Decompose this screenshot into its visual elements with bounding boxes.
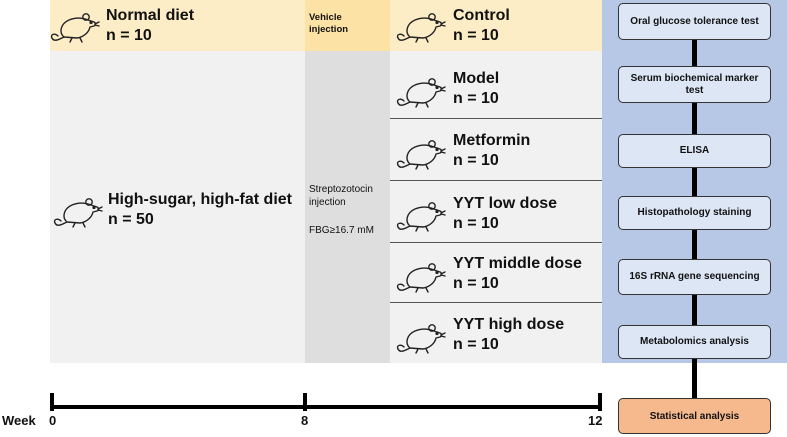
group-name: Control: [453, 7, 510, 24]
timeline-axis: [50, 405, 602, 409]
group-count: n = 10: [453, 275, 499, 292]
group-divider: [390, 118, 602, 119]
stz-band: [305, 51, 390, 363]
normal-diet-title: Normal diet: [106, 7, 195, 24]
control-band: [390, 0, 602, 51]
mouse-icon: [396, 196, 446, 236]
test-box-serum: Serum biochemical marker test: [618, 66, 771, 103]
flow-connector: [692, 167, 697, 197]
timeline-tick: [50, 393, 54, 411]
test-box-16s: 16S rRNA gene sequencing: [618, 259, 771, 295]
test-box-histopathology: Histopathology staining: [618, 196, 771, 230]
group-count: n = 10: [453, 336, 499, 353]
mouse-icon: [396, 134, 446, 174]
stz-injection-label: Streptozotocin injection: [309, 184, 373, 208]
timeline-tick-label: 8: [301, 413, 309, 428]
mouse-icon: [396, 72, 446, 112]
timeline-tick-label: 0: [49, 413, 57, 428]
timeline-tick-label: 12: [588, 413, 603, 428]
flow-connector: [692, 358, 697, 400]
mouse-icon: [396, 7, 446, 47]
timeline-tick: [598, 393, 602, 411]
mouse-icon: [50, 7, 100, 47]
test-box-elisa: ELISA: [618, 134, 771, 168]
group-count: n = 10: [453, 90, 499, 107]
mouse-icon: [53, 192, 103, 232]
flow-connector: [692, 40, 697, 70]
group-name: YYT middle dose: [453, 255, 582, 272]
group-divider: [390, 242, 602, 243]
test-box-metabolomics: Metabolomics analysis: [618, 325, 771, 359]
timeline-tick: [303, 393, 307, 411]
group-divider: [390, 302, 602, 303]
group-count: n = 10: [453, 215, 499, 232]
vehicle-band: [305, 0, 390, 51]
flow-connector: [692, 100, 697, 135]
mouse-icon: [396, 318, 446, 358]
group-count: n = 10: [453, 152, 499, 169]
test-box-ogtt: Oral glucose tolerance test: [618, 3, 771, 40]
group-divider: [390, 180, 602, 181]
flow-connector: [692, 229, 697, 261]
group-name: Metformin: [453, 132, 531, 149]
group-name: YYT high dose: [453, 316, 565, 333]
hshf-diet-count: n = 50: [108, 211, 154, 228]
normal-diet-band: [50, 0, 305, 51]
fbg-threshold-label: FBG≥16.7 mM: [309, 225, 374, 236]
group-count: n = 10: [453, 27, 499, 44]
vehicle-injection-label: Vehicle injection: [309, 12, 349, 35]
normal-diet-count: n = 10: [106, 27, 152, 44]
flow-connector: [692, 293, 697, 325]
group-name: Model: [453, 70, 500, 87]
hshf-diet-title: High-sugar, high-fat diet: [108, 191, 292, 208]
statistical-analysis-box: Statistical analysis: [618, 398, 771, 434]
group-name: YYT low dose: [453, 195, 558, 212]
timeline-label: Week: [2, 413, 36, 428]
mouse-icon: [396, 257, 446, 297]
